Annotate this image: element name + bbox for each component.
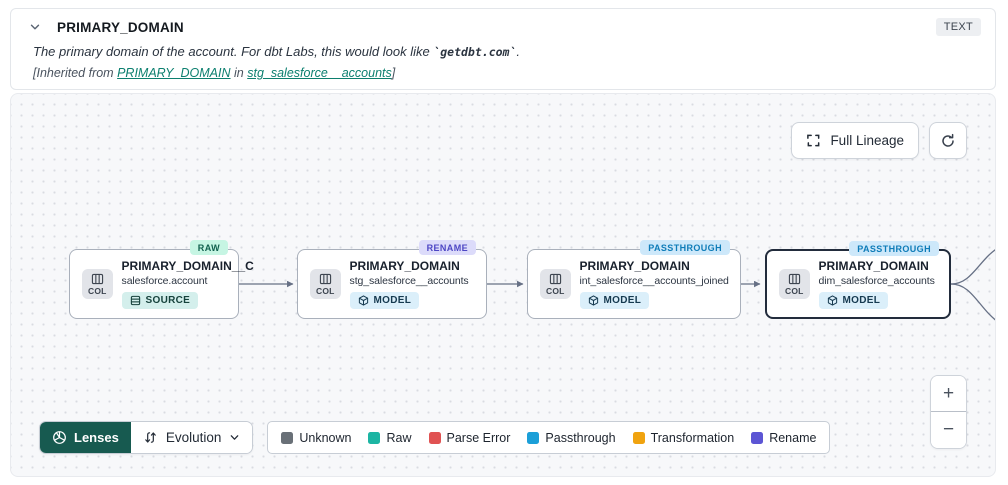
legend-item: Unknown [281, 431, 351, 445]
evolution-badge: RENAME [418, 240, 476, 255]
legend-item: Raw [368, 431, 412, 445]
evolution-badge: PASSTHROUGH [640, 240, 730, 255]
inherited-note: [Inherited from PRIMARY_DOMAIN in stg_sa… [33, 66, 396, 80]
refresh-icon [940, 133, 956, 149]
columns-icon [91, 273, 104, 285]
full-lineage-button[interactable]: Full Lineage [791, 122, 919, 159]
inherited-model-link[interactable]: stg_salesforce__accounts [247, 66, 392, 80]
collapse-toggle[interactable] [25, 19, 45, 35]
inherited-column-link[interactable]: PRIMARY_DOMAIN [117, 66, 231, 80]
lineage-node-source[interactable]: RAW COL PRIMARY_DOMAIN__C salesforce.acc… [69, 240, 254, 319]
database-icon [130, 295, 141, 306]
expand-icon [806, 133, 821, 148]
zoom-out-button[interactable]: − [931, 412, 966, 448]
column-info-card: PRIMARY_DOMAIN TEXT The primary domain o… [10, 8, 996, 90]
edge [950, 249, 995, 285]
edge [950, 283, 995, 321]
cube-icon [588, 295, 599, 306]
evolution-legend: Unknown Raw Parse Error Passthrough Tran… [267, 421, 831, 454]
lenses-group: Lenses Evolution [39, 421, 254, 454]
chevron-down-icon [229, 432, 240, 443]
node-column-name: PRIMARY_DOMAIN [579, 259, 690, 273]
inline-code: `getdbt.com` [433, 45, 517, 59]
column-description: The primary domain of the account. For d… [33, 44, 521, 59]
legend-swatch [632, 431, 645, 444]
node-model-name: dim_salesforce_accounts [818, 275, 935, 287]
full-lineage-label: Full Lineage [830, 133, 904, 148]
node-column-name: PRIMARY_DOMAIN [349, 259, 460, 273]
legend-item: Passthrough [527, 431, 616, 445]
lineage-node-dim-selected[interactable]: PASSTHROUGH COL PRIMARY_DOMAIN dim_sales… [765, 241, 951, 319]
lenses-label: Lenses [74, 430, 119, 445]
columns-icon [319, 273, 332, 285]
legend-item: Transformation [632, 431, 734, 445]
bottom-bar: Lenses Evolution Unknown [39, 421, 831, 454]
node-model-name: stg_salesforce__accounts [349, 275, 469, 287]
chevron-down-icon [29, 21, 41, 33]
legend-swatch [527, 431, 540, 444]
columns-icon [549, 273, 562, 285]
lineage-edges [239, 249, 995, 321]
cube-icon [827, 295, 838, 306]
legend-swatch [281, 431, 294, 444]
cube-icon [358, 295, 369, 306]
node-resource-tag: SOURCE [121, 292, 199, 309]
lineage-node-intermediate[interactable]: PASSTHROUGH COL PRIMARY_DOMAIN int_sales… [527, 240, 741, 319]
evolution-badge: PASSTHROUGH [849, 241, 939, 256]
legend-swatch [368, 431, 381, 444]
node-model-name: int_salesforce__accounts_joined [579, 275, 729, 287]
column-chip: COL [82, 269, 113, 299]
refresh-button[interactable] [929, 122, 967, 159]
column-chip: COL [310, 269, 341, 299]
lens-selector[interactable]: Evolution [130, 422, 253, 453]
lens-selected-label: Evolution [165, 430, 222, 445]
zoom-in-button[interactable]: + [931, 376, 966, 412]
evolution-icon [143, 430, 158, 445]
column-chip: COL [779, 269, 810, 299]
lens-aperture-icon [52, 430, 67, 445]
lineage-node-staging[interactable]: RENAME COL PRIMARY_DOMAIN stg_salesforce… [297, 240, 487, 319]
node-column-name: PRIMARY_DOMAIN__C [121, 259, 254, 273]
node-resource-tag: MODEL [349, 292, 420, 309]
column-chip: COL [540, 269, 571, 299]
page-title: PRIMARY_DOMAIN [57, 19, 184, 35]
lineage-canvas[interactable]: Full Lineage RAW COL PRIMARY_DOMAIN__C s… [10, 93, 996, 477]
zoom-control: + − [930, 375, 967, 449]
node-resource-tag: MODEL [579, 292, 650, 309]
legend-item: Parse Error [428, 431, 510, 445]
lenses-button[interactable]: Lenses [40, 422, 131, 453]
legend-swatch [428, 431, 441, 444]
column-type-badge: TEXT [935, 18, 981, 36]
node-column-name: PRIMARY_DOMAIN [818, 259, 929, 273]
evolution-badge: RAW [189, 240, 228, 255]
columns-icon [788, 273, 801, 285]
legend-item: Rename [751, 431, 816, 445]
node-resource-tag: MODEL [818, 292, 889, 309]
legend-swatch [751, 431, 764, 444]
node-model-name: salesforce.account [121, 275, 208, 287]
